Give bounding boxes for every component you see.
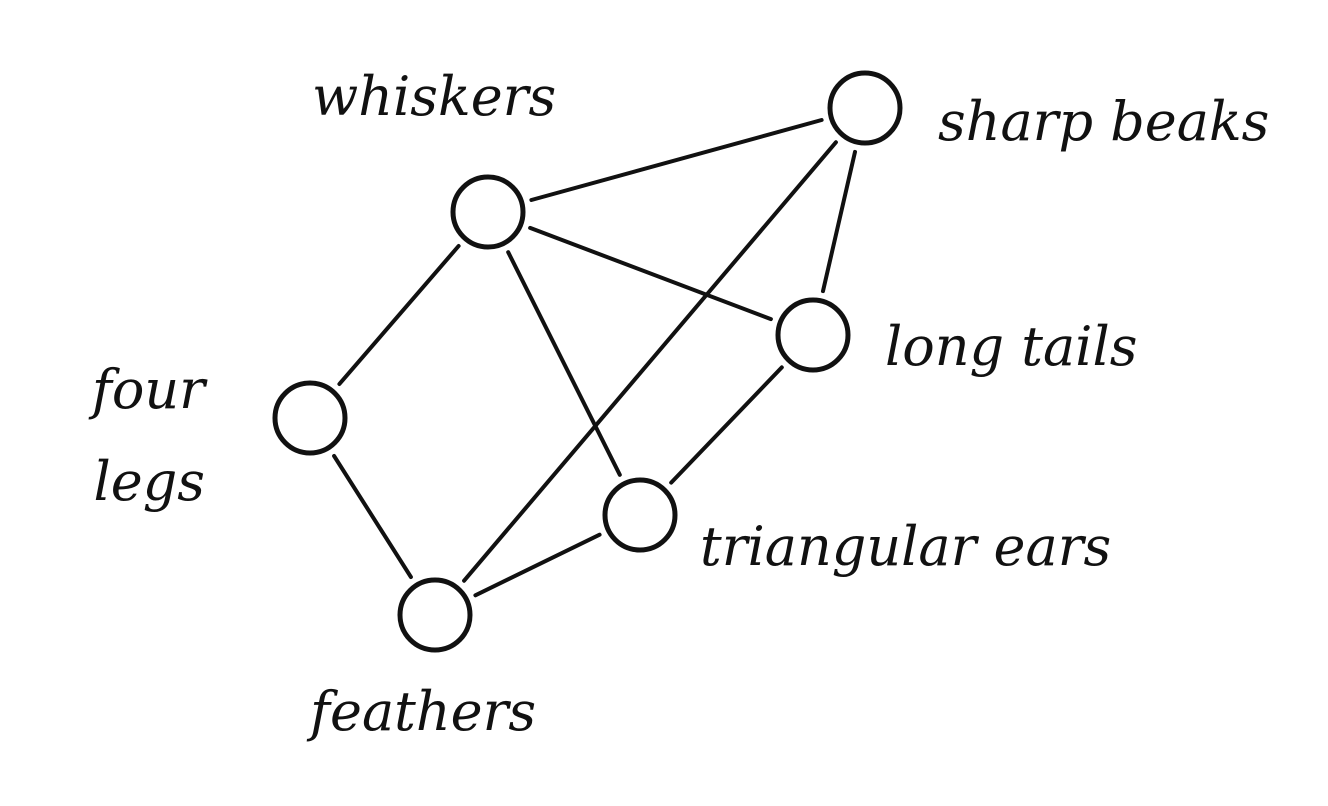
edge-triangular-ears-feathers xyxy=(473,532,602,598)
edge-whiskers-sharp-beaks xyxy=(529,118,824,202)
edge-four-legs-feathers xyxy=(332,454,413,579)
node-whiskers xyxy=(450,174,526,250)
label-long-tails: long tails xyxy=(885,315,1137,378)
labels-layer: whiskers sharp beaks long tails four legs tri… xyxy=(88,65,1269,743)
node-triangular-ears xyxy=(602,477,678,553)
node-long-tails xyxy=(775,297,851,373)
nodes-layer xyxy=(272,70,903,653)
edge-long-tails-triangular-ears xyxy=(669,365,784,485)
label-triangular-ears: triangular ears xyxy=(700,515,1111,578)
label-four-legs-line-2: legs xyxy=(93,450,205,513)
label-sharp-beaks: sharp beaks xyxy=(938,90,1269,153)
node-feathers xyxy=(397,577,473,653)
label-whiskers: whiskers xyxy=(312,65,556,128)
label-four-legs-line-1: four xyxy=(88,358,208,421)
edge-whiskers-triangular-ears xyxy=(506,250,622,477)
edge-sharp-beaks-feathers xyxy=(462,140,838,583)
edges-layer xyxy=(332,118,857,598)
edge-whiskers-long-tails xyxy=(528,225,773,322)
edge-whiskers-four-legs xyxy=(337,244,461,386)
label-feathers: feathers xyxy=(306,680,536,743)
node-sharp-beaks xyxy=(827,70,903,146)
edge-sharp-beaks-long-tails xyxy=(821,149,857,294)
node-four-legs xyxy=(272,380,348,456)
